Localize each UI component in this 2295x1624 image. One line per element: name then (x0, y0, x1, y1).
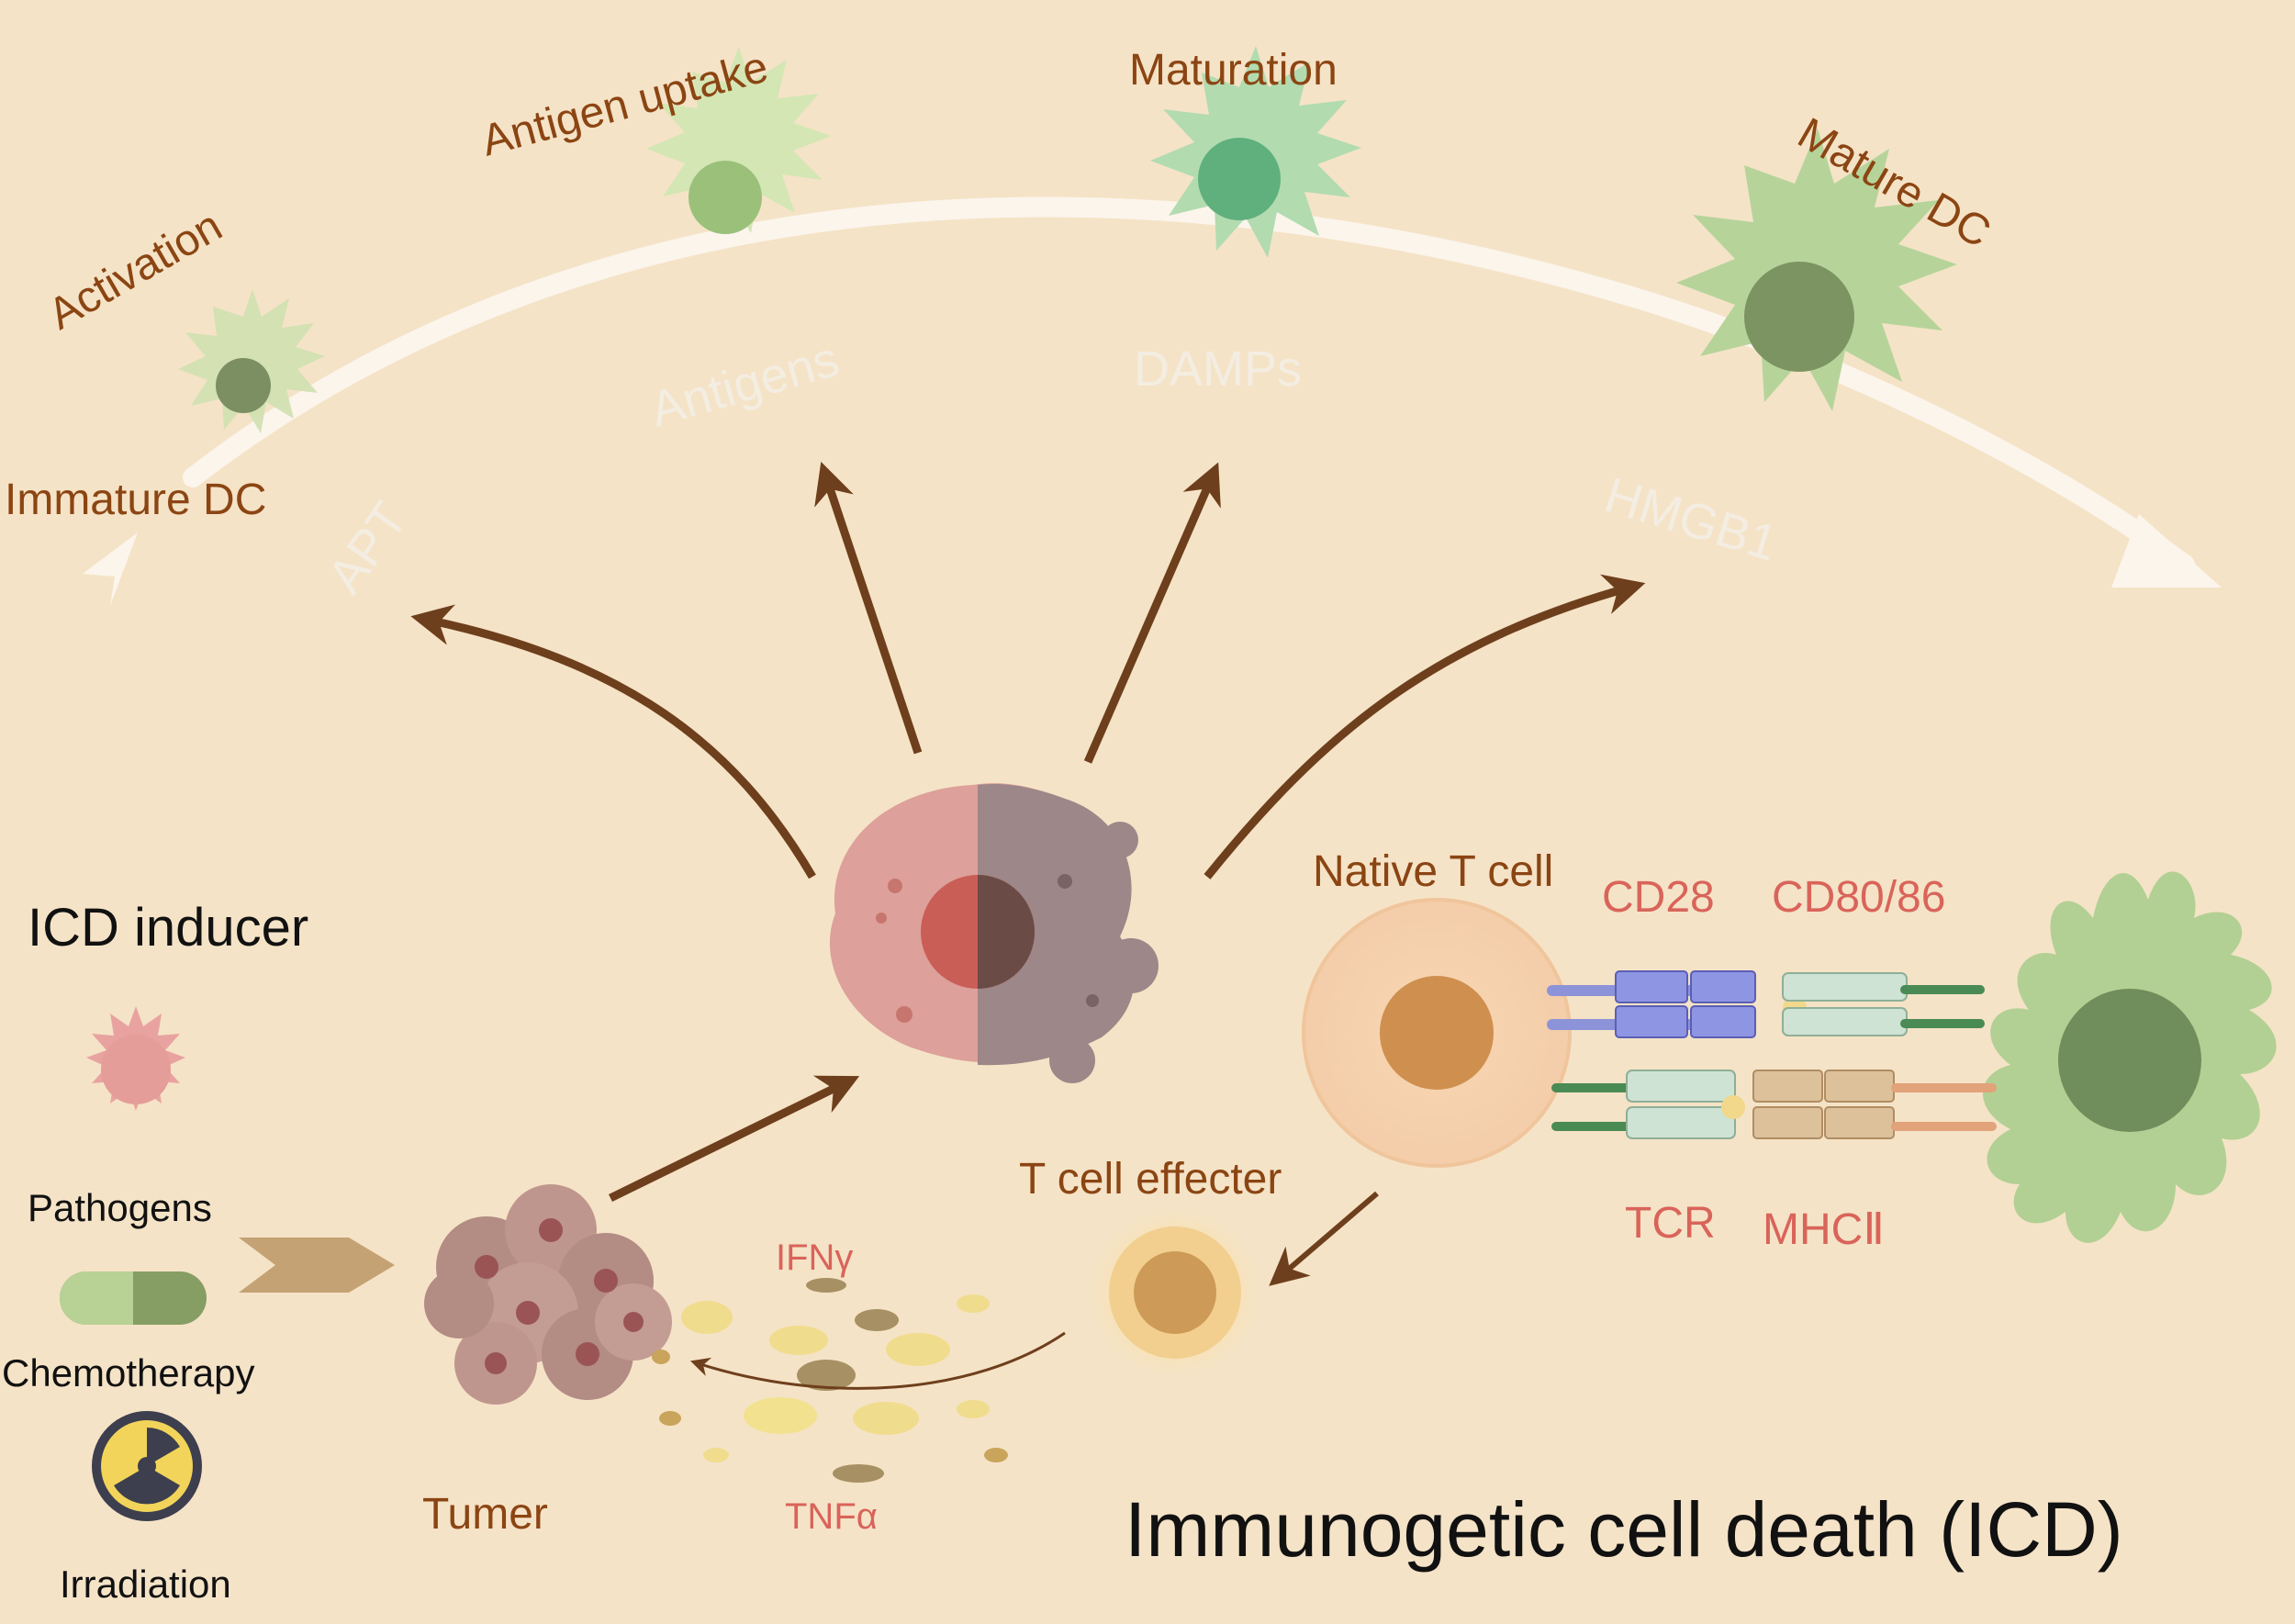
cytokine-arrow (690, 1331, 1066, 1390)
cytokine-particles (652, 1278, 1008, 1483)
label-native-t-cell: Native T cell (1313, 847, 1553, 896)
label-ifn-gamma: IFNγ (776, 1238, 853, 1278)
immature-dc-cell (178, 289, 325, 433)
label-pathogens: Pathogens (28, 1186, 212, 1229)
label-tumor: Tumer (422, 1490, 548, 1539)
label-maturation: Maturation (1129, 46, 1338, 95)
path-tail-icon (83, 532, 138, 606)
dying-tumor-cell (829, 783, 1159, 1083)
label-mhc-ii: MHCⅡ (1763, 1205, 1885, 1254)
label-tnf-alpha: TNFα (785, 1496, 878, 1537)
path-arrowhead-icon (2111, 514, 2222, 588)
mature-dc-cell (1676, 129, 1957, 411)
receptor-complex-bottom (1551, 1070, 1997, 1139)
label-hmgb1: HMGB1 (1598, 467, 1783, 572)
label-t-cell-effector: T cell effecter (1019, 1155, 1282, 1204)
label-immature-dc: Immature DC (5, 476, 266, 524)
presenting-dc-cell (1983, 871, 2277, 1243)
tumor-mass (424, 1184, 672, 1405)
maturation-dc-cell (1150, 46, 1361, 258)
effector-arrow (1269, 1191, 1379, 1286)
radiation-icon (92, 1411, 202, 1521)
label-cd80-86: CD80/86 (1772, 873, 1945, 922)
inducer-arrow-icon (239, 1238, 395, 1293)
dc-maturation-path (83, 196, 2222, 606)
label-irradiation: Irradiation (60, 1562, 231, 1606)
label-antigens: Antigens (644, 331, 845, 438)
receptor-complex-top (1547, 970, 1985, 1038)
pathogen-icon (86, 1006, 185, 1111)
diagram-title: Immunogetic cell death (ICD) (1125, 1486, 2123, 1573)
antigen-uptake-dc-cell (646, 46, 832, 234)
label-activation: Activation (40, 202, 230, 340)
effector-t-cell (1083, 1201, 1267, 1384)
label-tcr: TCR (1625, 1199, 1716, 1248)
native-t-cell (1302, 898, 1572, 1168)
label-apt: APT (318, 492, 418, 602)
pill-icon (60, 1271, 207, 1325)
label-damps: DAMPs (1134, 342, 1302, 397)
release-arrows (410, 461, 1646, 1203)
label-chemotherapy: Chemotherapy (2, 1351, 254, 1394)
heading-icd-inducer: ICD inducer (28, 898, 308, 958)
label-cd28: CD28 (1602, 873, 1715, 922)
